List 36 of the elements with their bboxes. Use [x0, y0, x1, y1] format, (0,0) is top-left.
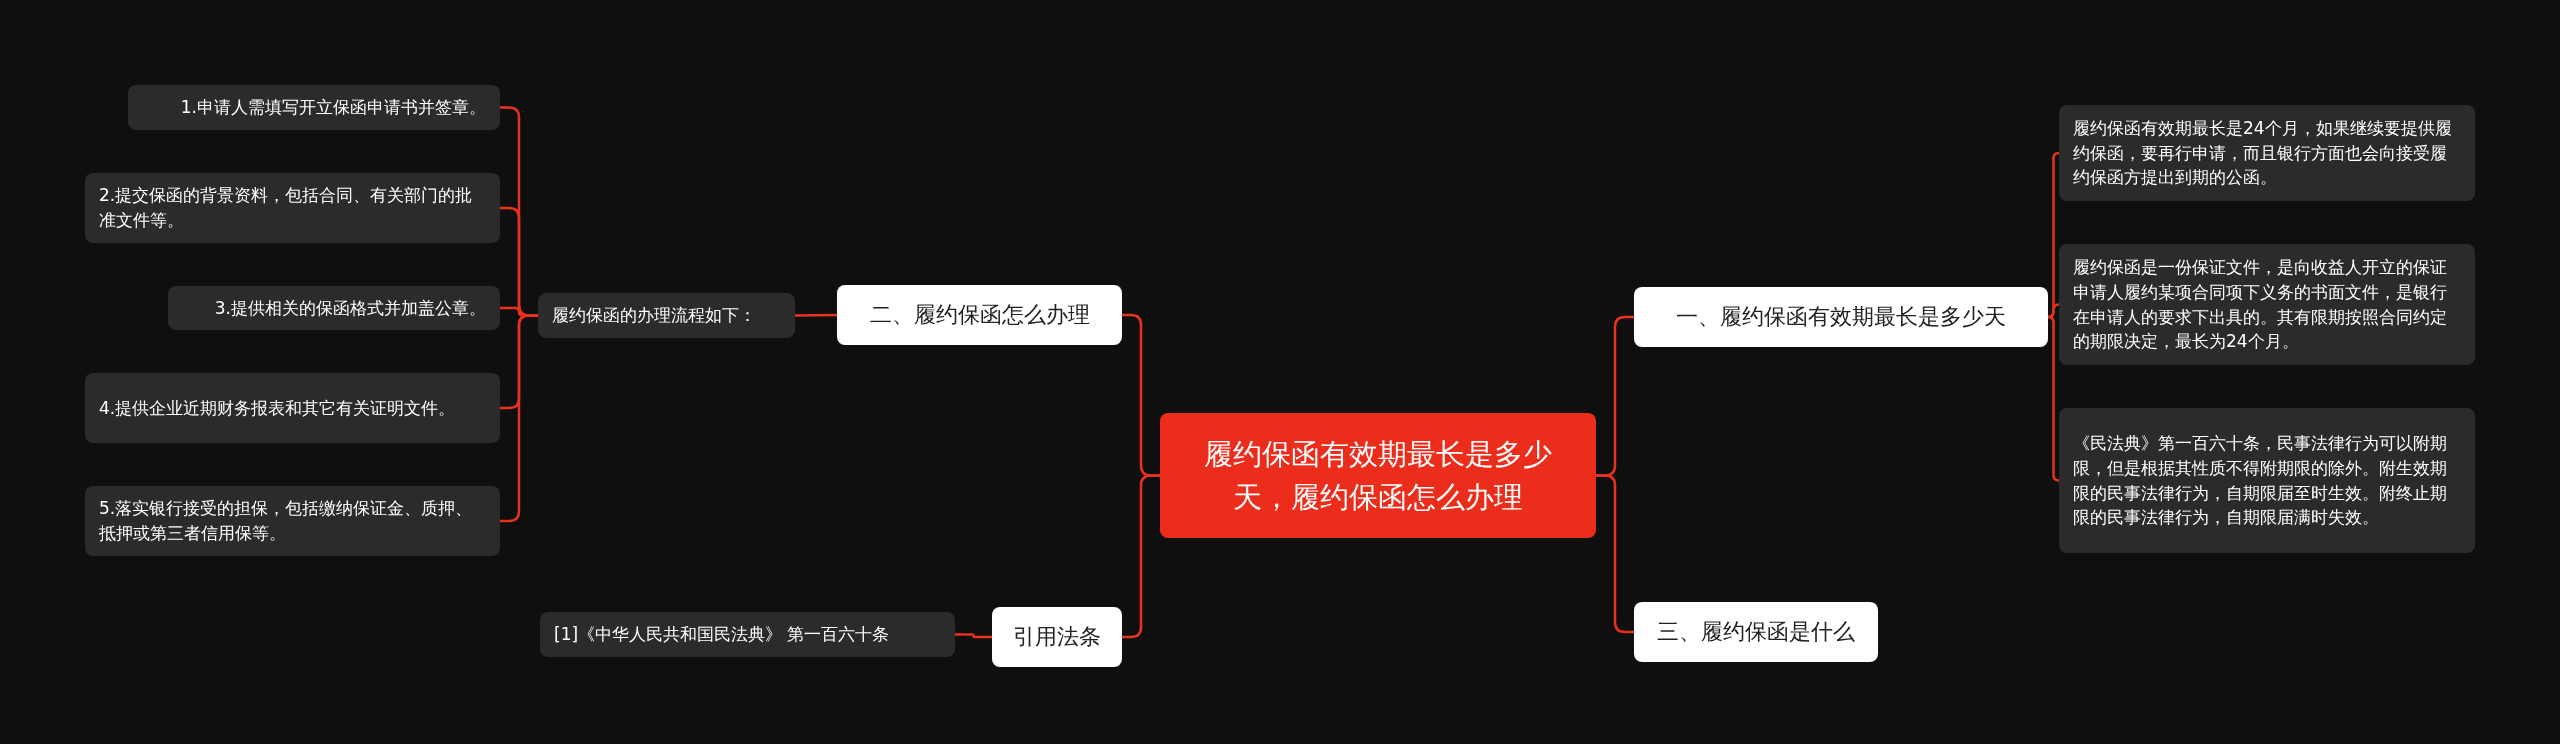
connector-line: [795, 313, 837, 317]
node-text: 5.落实银行接受的担保，包括缴纳保证金、质押、抵押或第三者信用保等。: [99, 497, 474, 545]
node-text: 1.申请人需填写开立保函申请书并签章。: [180, 96, 486, 120]
topic-box: [992, 607, 1122, 667]
node-text: 二、履约保函怎么办理: [869, 301, 1090, 330]
node-text: [1]《中华人民共和国民法典》 第一百六十条: [554, 623, 890, 647]
node-text: 3.提供相关的保函格式并加盖公章。: [214, 296, 486, 320]
connector-line: [1596, 474, 1634, 634]
node-text: 4.提供企业近期财务报表和其它有关证明文件。: [99, 396, 456, 420]
connector-line: [1122, 474, 1160, 639]
node-text: 履约保函有效期最长是多少天，履约保函怎么办理: [1203, 436, 1553, 516]
note-box: [2059, 244, 2475, 365]
step-box: [128, 85, 500, 130]
node-text: 三、履约保函是什么: [1657, 618, 1855, 647]
step-box: [85, 486, 500, 556]
note-box: [2059, 105, 2475, 201]
note-box: [538, 293, 795, 338]
node-text: 履约保函有效期最长是24个月，如果继续要提供履约保函，要再行申请，而且银行方面也会向接受履约保函方提出到期的公函。: [2073, 117, 2453, 190]
node-text: 履约保函的办理流程如下：: [552, 304, 756, 328]
note-box: [540, 612, 955, 657]
note-box: [2059, 408, 2475, 553]
node-text: 《民法典》第一百六十条，民事法律行为可以附期限，但是根据其性质不得附期限的除外。附生效期限的民事法律行为，自期限届至时生效。附终止期限的民事法律行为，自期限届满时失效。: [2073, 432, 2448, 530]
node-text: 2.提交保函的背景资料，包括合同、有关部门的批准文件等。: [99, 184, 474, 232]
step-box: [168, 286, 500, 330]
topic-box: [837, 285, 1122, 345]
topic-box: [1634, 602, 1878, 662]
step-box: [85, 373, 500, 443]
node-text: 履约保函是一份保证文件，是向收益人开立的保证申请人履约某项合同项下义务的书面文件，是银行在申请人的要求下出具的。其有限期按照合同约定的期限决定，最长为24个月。: [2073, 256, 2448, 354]
connector-line: [955, 633, 992, 639]
central-topic: [1160, 413, 1596, 538]
node-text: 一、履约保函有效期最长是多少天: [1676, 303, 2006, 332]
connector-line: [2046, 315, 2061, 482]
topic-box: [1634, 287, 2048, 347]
node-text: 引用法条: [1013, 623, 1101, 652]
step-box: [85, 173, 500, 243]
connector-line: [500, 314, 538, 523]
